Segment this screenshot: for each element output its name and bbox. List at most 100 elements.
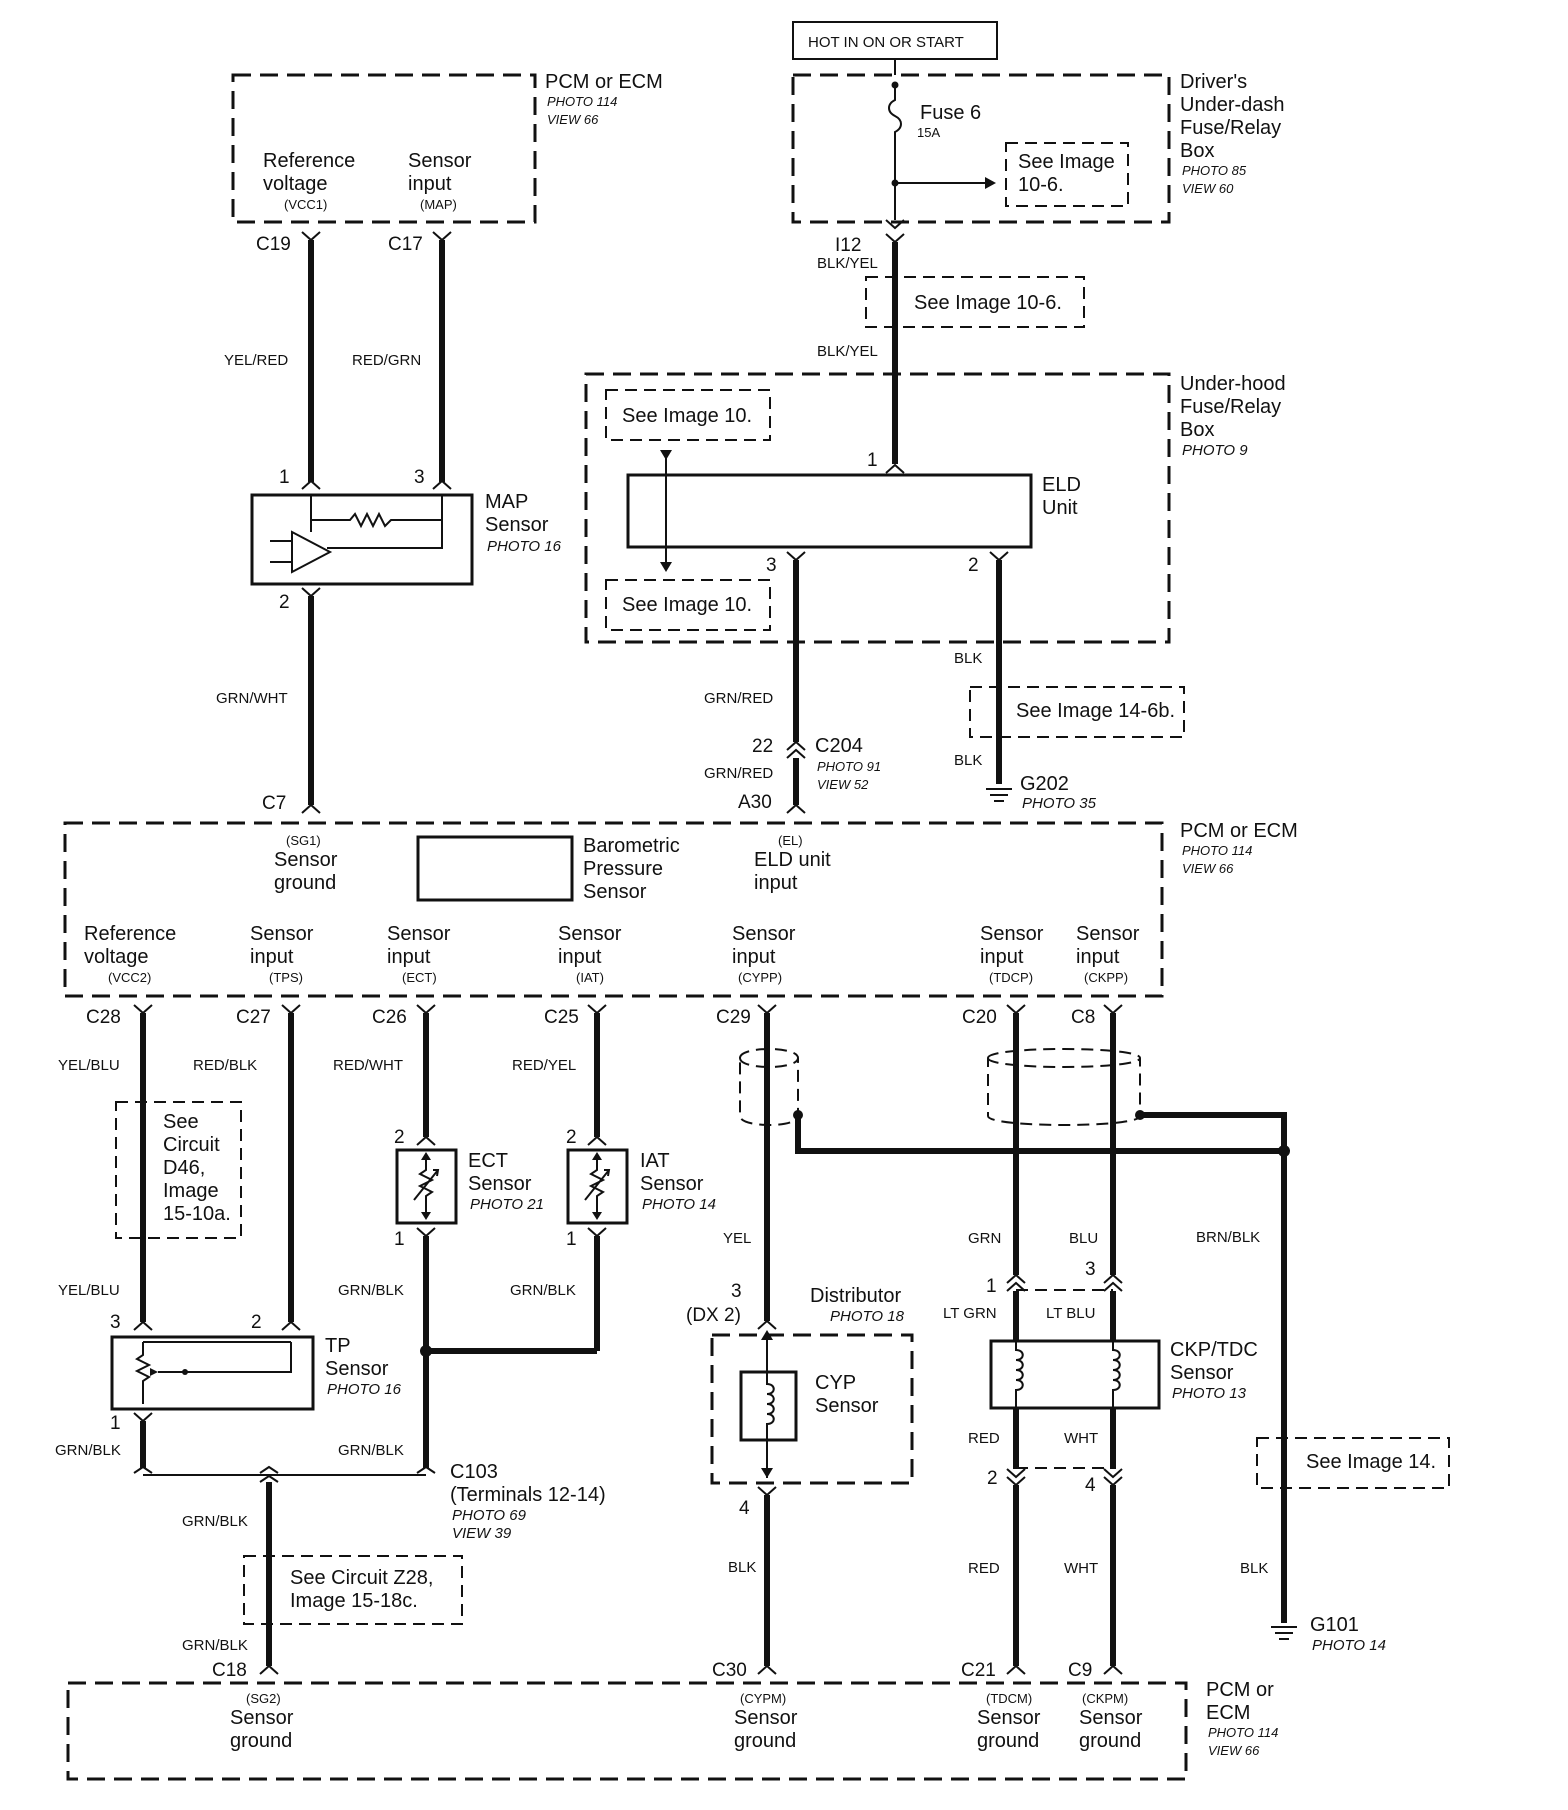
- tp-wiper-arrow: [150, 1368, 158, 1376]
- connector-c18: C18: [212, 1660, 247, 1681]
- pcm-ckpp-line2: input: [1076, 946, 1120, 968]
- cyp-pin-4: 4: [739, 1498, 750, 1519]
- c204-pin-22: 22: [752, 736, 773, 757]
- ckp-tdc-shield: [987, 1048, 1141, 1126]
- fuse-see-line2: 10-6.: [1018, 174, 1064, 196]
- pcm-mid-sg1-line1: Sensor: [274, 849, 338, 871]
- wire-label-red-blk: RED/BLK: [193, 1057, 257, 1074]
- underhood-line3: Box: [1180, 419, 1214, 441]
- pcm-mid-name: PCM or ECM: [1180, 820, 1298, 842]
- connector-c9: C9: [1068, 1660, 1092, 1681]
- connector-c7: C7: [262, 793, 286, 814]
- ckp-pin-2: 2: [987, 1468, 998, 1489]
- underhood-line1: Under-hood: [1180, 373, 1286, 395]
- connector-c103-photo: PHOTO 69: [452, 1507, 527, 1524]
- map-pin-2: 2: [279, 592, 290, 613]
- wire-label-blu: BLU: [1069, 1230, 1098, 1247]
- ckp-line1: CKP/TDC: [1170, 1339, 1258, 1361]
- pcm-bottom-sg2-code: (SG2): [246, 1691, 281, 1706]
- fuse-rating: 15A: [917, 125, 940, 140]
- pcm-top-view: VIEW 66: [547, 112, 599, 127]
- pcm-tps-code: (TPS): [269, 970, 303, 985]
- map-sensor-box: [250, 493, 474, 586]
- see-circuit-d46-line2: Circuit: [163, 1134, 220, 1156]
- connector-c103-terms: (Terminals 12-14): [450, 1484, 606, 1506]
- iat-pin-2: 2: [566, 1127, 577, 1148]
- pcm-bottom-cypm-line1: Sensor: [734, 1707, 798, 1729]
- ect-arrows: [421, 1152, 431, 1220]
- cyp-sensor-coil-box: [739, 1370, 798, 1442]
- see-circuit-d46-line3: D46,: [163, 1157, 205, 1179]
- pcm-ckpp-code: (CKPP): [1084, 970, 1128, 985]
- connector-c204-view: VIEW 52: [817, 777, 869, 792]
- fuse-box: [791, 73, 1171, 224]
- connector-i12: I12: [835, 235, 861, 256]
- wire-label-grn-red-upper: GRN/RED: [704, 690, 773, 707]
- map-sensor-line2: Sensor: [485, 514, 549, 536]
- barometric-line2: Pressure: [583, 858, 663, 880]
- connector-symbol-c30: [757, 1664, 777, 1675]
- connector-symbol-map-bottom: [301, 587, 321, 598]
- see-circuit-d46-bg: [156, 1108, 236, 1232]
- ect-pin-1: 1: [394, 1229, 405, 1250]
- connector-symbol-ect-bottom: [416, 1227, 436, 1238]
- connector-symbols-ckp-top: [1006, 1273, 1123, 1292]
- see-circuit-d46-box: [115, 1101, 242, 1239]
- pcm-mid-sg1-code: (SG1): [286, 833, 321, 848]
- pcm-mid-photo: PHOTO 114: [1182, 843, 1252, 858]
- see-circuit-d46-line5: 15-10a.: [163, 1203, 231, 1225]
- fuse-box-line1: Driver's: [1180, 71, 1247, 93]
- ect-thermistor-symbol: [413, 1155, 440, 1218]
- map-sensor-line1: MAP: [485, 491, 528, 513]
- wire-label-grn-blk-c103: GRN/BLK: [338, 1442, 404, 1459]
- connector-symbols-c21-c9: [1006, 1664, 1123, 1675]
- connector-c20: C20: [962, 1007, 997, 1028]
- pcm-bottom-name1: PCM or: [1206, 1679, 1274, 1701]
- iat-pin-1: 1: [566, 1229, 577, 1250]
- connector-c8: C8: [1071, 1007, 1095, 1028]
- connector-c21: C21: [961, 1660, 996, 1681]
- fuse-branch-arrow: [985, 177, 996, 189]
- wire-label-yel: YEL: [723, 1230, 751, 1247]
- ground-g202-photo: PHOTO 35: [1022, 795, 1097, 812]
- ground-g202: G202: [1020, 773, 1069, 795]
- tp-line2: Sensor: [325, 1358, 389, 1380]
- connector-c204: C204: [815, 735, 863, 757]
- hot-label-box: [792, 21, 998, 60]
- ect-line2: Sensor: [468, 1173, 532, 1195]
- fuse-box-photo: PHOTO 85: [1182, 163, 1247, 178]
- fuse-box-line2: Under-dash: [1180, 94, 1285, 116]
- map-sensor-photo: PHOTO 16: [487, 538, 562, 555]
- tp-pin-3: 3: [110, 1312, 121, 1333]
- connector-symbol-a30: [786, 803, 806, 814]
- distributor-name: Distributor: [810, 1285, 901, 1307]
- see-circuit-d46-line1: See: [163, 1111, 199, 1133]
- fuse-box-view: VIEW 60: [1182, 181, 1234, 196]
- see-circuit-d46-line4: Image: [163, 1180, 219, 1202]
- map-pin-1: 1: [279, 467, 290, 488]
- fuse-see-line1: See Image: [1018, 151, 1115, 173]
- cyp-line2: Sensor: [815, 1395, 879, 1417]
- ckp-pin-3: 3: [1085, 1259, 1096, 1280]
- wire-label-wht-lower: WHT: [1064, 1560, 1098, 1577]
- tp-line1: TP: [325, 1335, 351, 1357]
- wire-label-red-lower: RED: [968, 1560, 1000, 1577]
- pcm-bottom-tdcm-line1: Sensor: [977, 1707, 1041, 1729]
- pcm-vcc2-line2: voltage: [84, 946, 149, 968]
- ground-symbol-g101: [1271, 1626, 1297, 1640]
- pcm-bottom-view: VIEW 66: [1208, 1743, 1260, 1758]
- see-image-14-6b: See Image 14-6b.: [1016, 700, 1175, 722]
- ect-pin-2: 2: [394, 1127, 405, 1148]
- pcm-top-ref-code: (VCC1): [284, 197, 327, 212]
- ckp-pin-1: 1: [986, 1276, 997, 1297]
- eld-pin-3: 3: [766, 555, 777, 576]
- wire-label-lt-blu: LT BLU: [1046, 1305, 1095, 1322]
- eld-line2: Unit: [1042, 497, 1078, 519]
- pcm-ect-line1: Sensor: [387, 923, 451, 945]
- barometric-sensor-box: [416, 835, 574, 902]
- pcm-mid-el-line2: input: [754, 872, 798, 894]
- wire-label-yel-red: YEL/RED: [224, 352, 288, 369]
- connector-symbol-c7: [301, 803, 321, 814]
- map-pin-3: 3: [414, 467, 425, 488]
